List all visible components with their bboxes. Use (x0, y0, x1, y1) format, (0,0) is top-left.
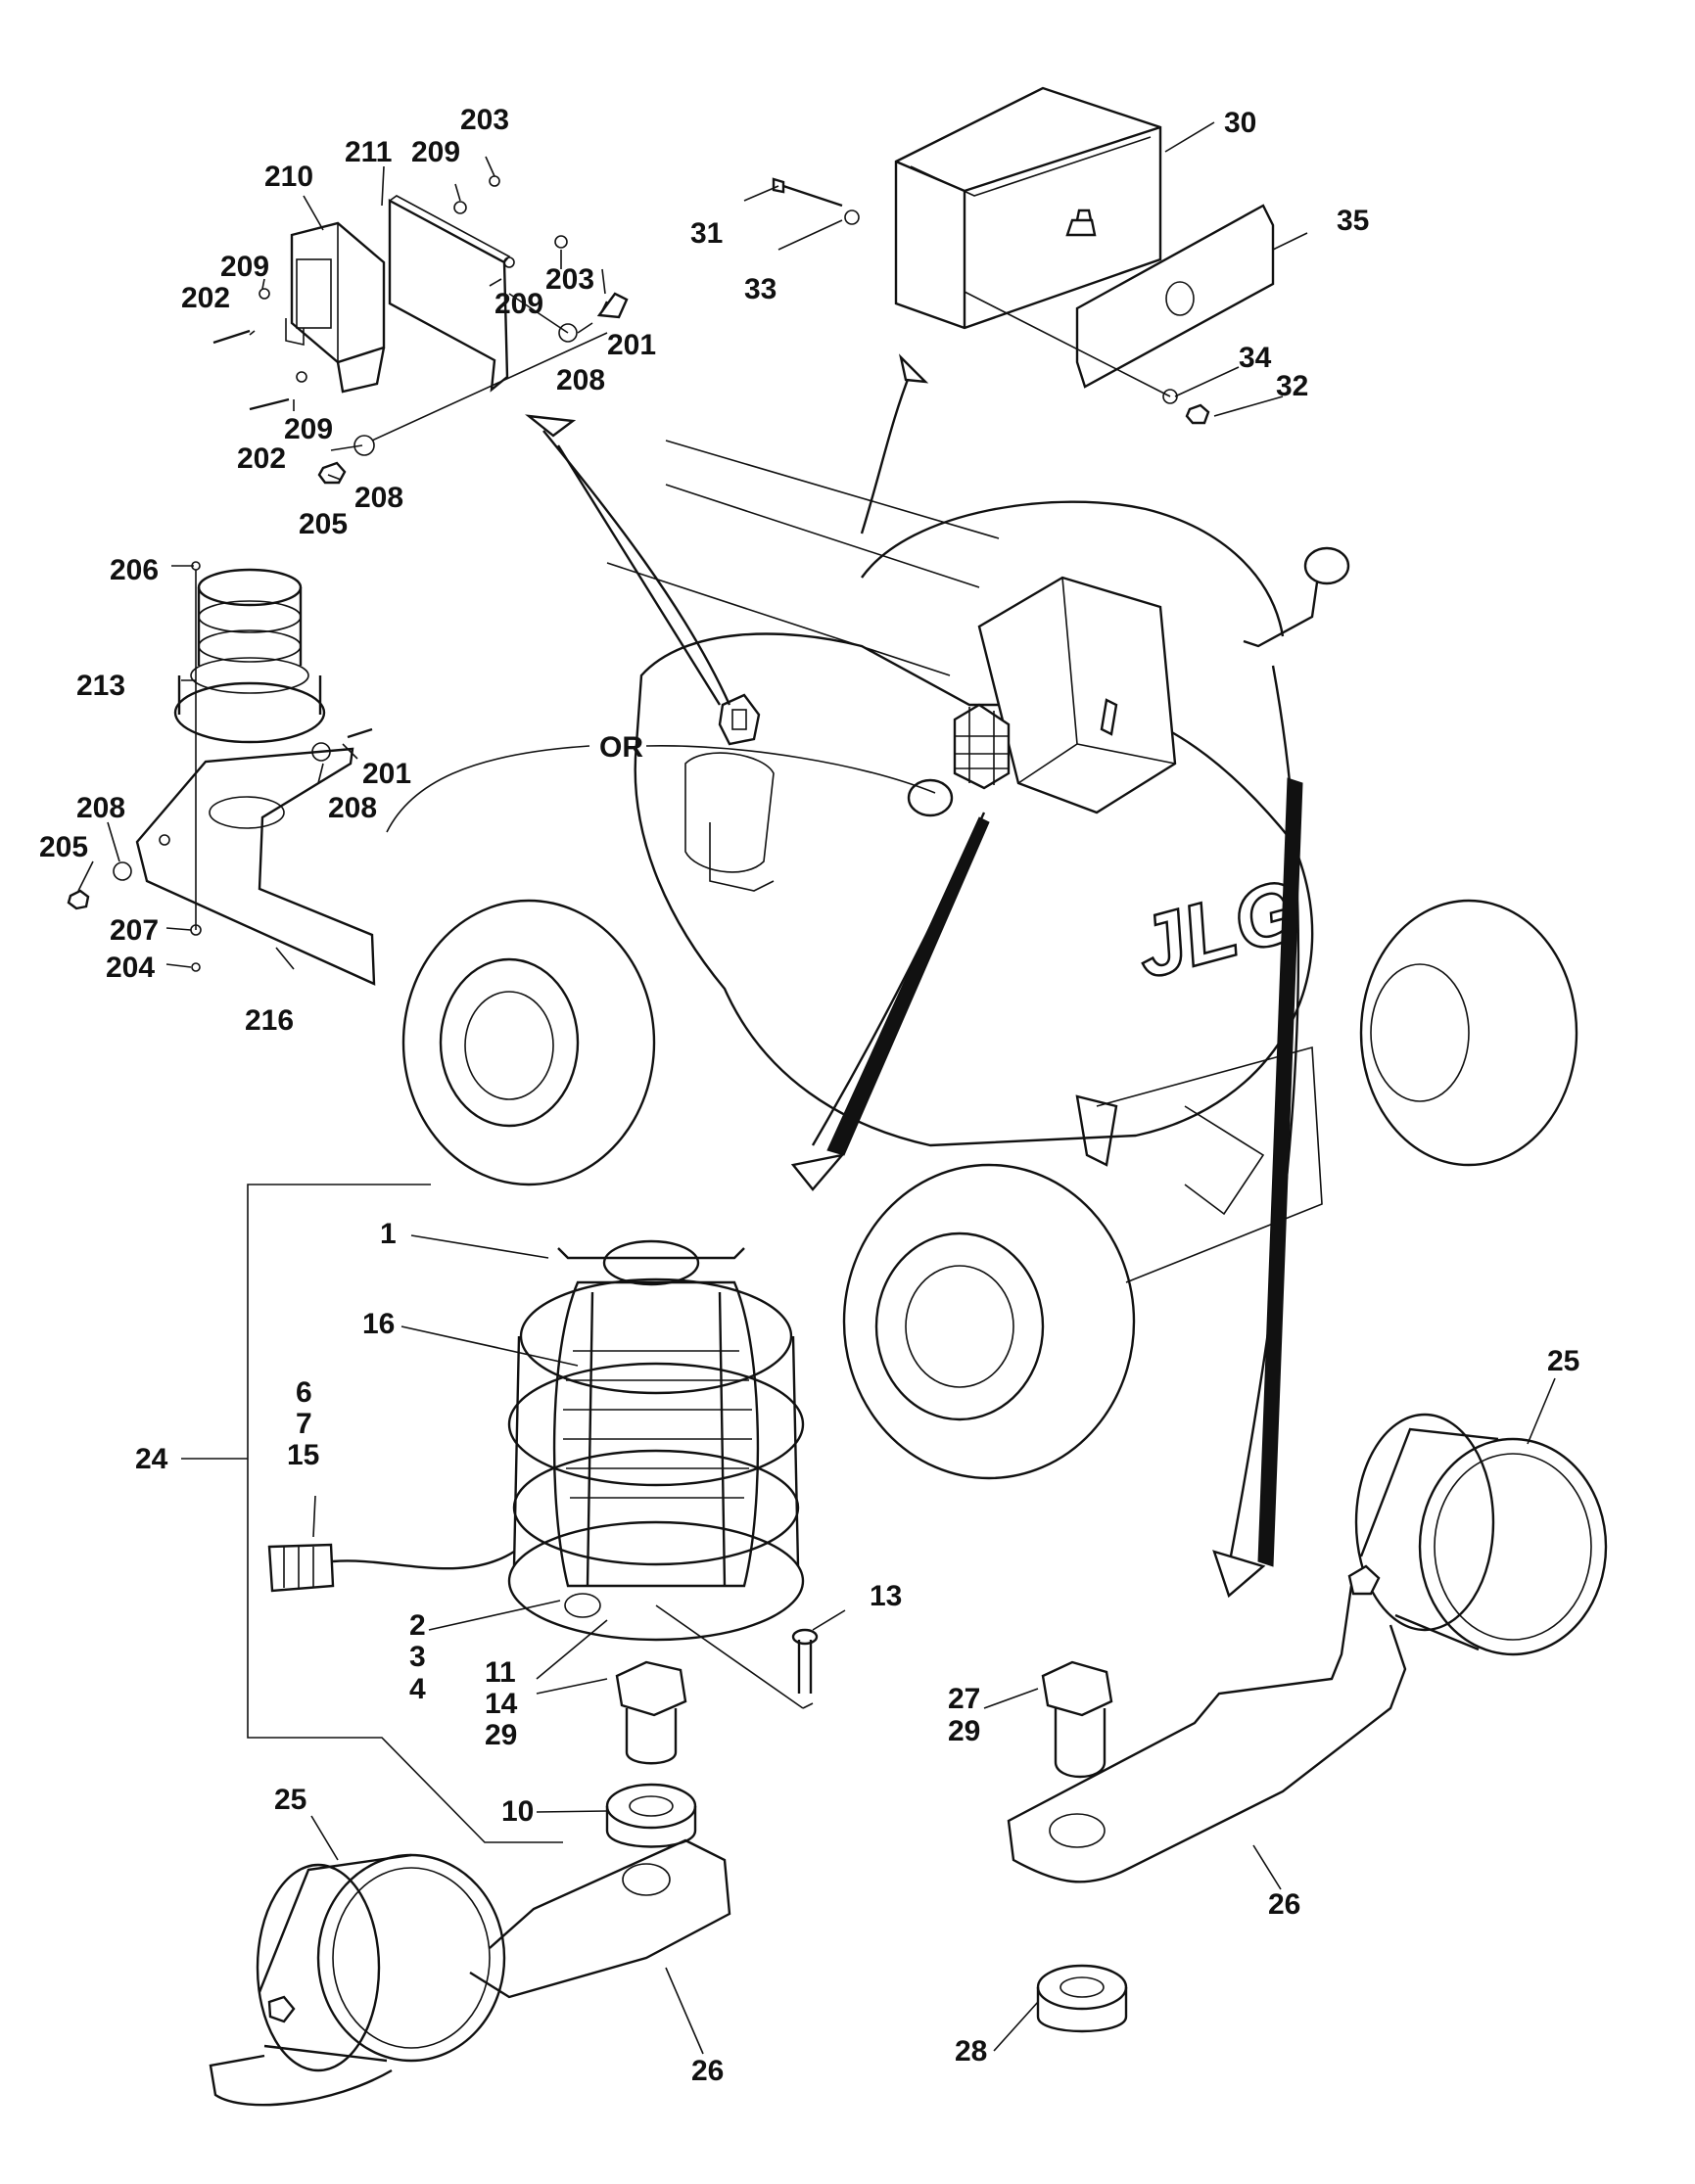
callout-213: 213 (76, 670, 125, 702)
callout-205: 205 (39, 831, 88, 863)
callout-25: 25 (1547, 1345, 1579, 1377)
callout-24: 24 (135, 1443, 168, 1475)
callout-34: 34 (1239, 342, 1272, 374)
lamp-guard-left (209, 1838, 731, 2107)
callout-15: 15 (287, 1439, 319, 1471)
callout-216: 216 (245, 1004, 294, 1037)
callout-209: 209 (494, 288, 543, 320)
callout-201: 201 (607, 329, 656, 361)
callout-210: 210 (264, 161, 313, 193)
callout-211: 211 (345, 136, 392, 168)
flood-light-assembly (772, 86, 1275, 425)
callout-14: 14 (485, 1688, 518, 1720)
callout-7: 7 (296, 1408, 312, 1440)
callout-4: 4 (409, 1673, 426, 1705)
callout-208: 208 (556, 364, 605, 396)
callout-6: 6 (296, 1376, 312, 1409)
callout-31: 31 (690, 217, 723, 250)
beacon-assembly (67, 561, 376, 986)
or-label: OR (599, 731, 643, 764)
callout-26: 26 (1268, 1888, 1300, 1921)
callout-2: 2 (409, 1609, 426, 1642)
callout-28: 28 (955, 2035, 987, 2068)
callout-30: 30 (1224, 107, 1256, 139)
callout-203: 203 (545, 263, 594, 296)
callout-209: 209 (411, 136, 460, 168)
callout-203: 203 (460, 104, 509, 136)
callout-29: 29 (948, 1715, 980, 1747)
work-lamp-assembly (267, 1239, 819, 1848)
exploded-view-arrows (525, 353, 1303, 1599)
callout-209: 209 (284, 413, 333, 445)
front-wheel (842, 1163, 1136, 1480)
rear-right-wheel (1359, 899, 1578, 1167)
callout-202: 202 (181, 282, 230, 314)
callout-11: 11 (485, 1656, 516, 1689)
callout-labels: 203 209 211 210 209 202 203 209 201 208 … (39, 104, 1579, 2087)
callout-27: 27 (948, 1683, 980, 1715)
callout-205: 205 (299, 508, 348, 540)
lamp-guard-right (1007, 1413, 1608, 2033)
callout-207: 207 (110, 914, 159, 947)
callout-208: 208 (76, 792, 125, 824)
callout-206: 206 (110, 554, 159, 586)
callout-33: 33 (744, 273, 777, 305)
callout-209: 209 (220, 251, 269, 283)
callout-208: 208 (354, 482, 403, 514)
callout-201: 201 (362, 758, 411, 790)
callout-35: 35 (1337, 205, 1369, 237)
callout-25: 25 (274, 1784, 306, 1816)
callout-26: 26 (691, 2055, 724, 2087)
callout-204: 204 (106, 952, 155, 984)
rear-left-wheel (401, 899, 656, 1186)
callout-208: 208 (328, 792, 377, 824)
callout-10: 10 (501, 1795, 534, 1828)
callout-13: 13 (870, 1580, 902, 1612)
callout-3: 3 (409, 1641, 426, 1673)
callout-32: 32 (1276, 370, 1308, 402)
callout-202: 202 (237, 442, 286, 475)
callout-16: 16 (362, 1308, 395, 1340)
control-module-assembly (212, 175, 629, 485)
callout-29: 29 (485, 1719, 517, 1751)
callout-1: 1 (380, 1218, 397, 1250)
